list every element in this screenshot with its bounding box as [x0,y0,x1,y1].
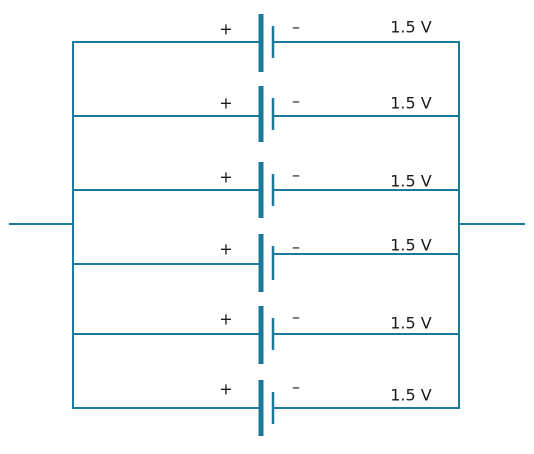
battery-cell: + – 1.5 V [72,14,460,72]
voltage-label: 1.5 V [390,386,432,405]
voltage-label: 1.5 V [390,236,432,255]
positive-sign: + [219,380,232,399]
battery-cell: + – 1.5 V [72,234,460,292]
positive-sign: + [219,168,232,187]
battery-cell: + – 1.5 V [72,86,460,142]
negative-sign: – [292,18,300,37]
negative-sign: – [292,378,300,397]
voltage-label: 1.5 V [390,172,432,191]
voltage-label: 1.5 V [390,314,432,333]
positive-sign: + [219,94,232,113]
battery-cell: + – 1.5 V [72,378,460,436]
cells-group: + – 1.5 V + – 1.5 V + – 1.5 V + – 1.5 V + – 1.5 V + – 1.5… [72,14,460,436]
battery-cell: + – 1.5 V [72,162,460,218]
voltage-label: 1.5 V [390,94,432,113]
negative-sign: – [292,238,300,257]
positive-sign: + [219,20,232,39]
negative-sign: – [292,92,300,111]
negative-sign: – [292,308,300,327]
positive-sign: + [219,310,232,329]
negative-sign: – [292,166,300,185]
battery-cell: + – 1.5 V [72,306,460,364]
voltage-label: 1.5 V [390,18,432,37]
positive-sign: + [219,240,232,259]
